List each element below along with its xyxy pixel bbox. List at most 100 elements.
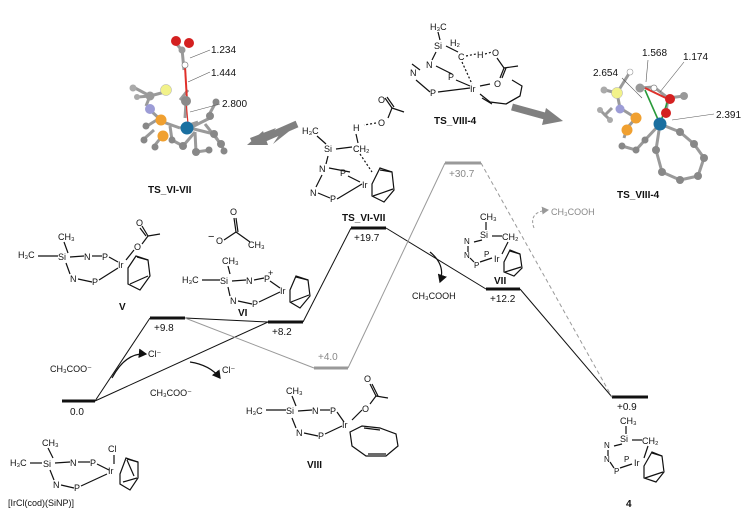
label-level-viii: +4.0 xyxy=(318,352,338,363)
svg-text:P: P xyxy=(330,406,336,416)
structure-ircl: CH₃ H₃C Si N P N P Ir Cl [IrCl(cod)(SiNP… xyxy=(8,438,139,508)
label-vi: VI xyxy=(238,308,248,319)
svg-text:P: P xyxy=(340,168,346,178)
svg-text:−: − xyxy=(208,231,214,243)
svg-text:H: H xyxy=(353,123,360,133)
svg-text:Si: Si xyxy=(220,276,228,286)
svg-text:H₂: H₂ xyxy=(450,38,460,48)
svg-text:Ir: Ir xyxy=(108,466,114,476)
svg-text:O: O xyxy=(492,48,499,58)
svg-text:CH₃: CH₃ xyxy=(480,212,497,222)
model-label-ts-vi-vii: TS_VI-VII xyxy=(148,185,192,196)
energy-levels xyxy=(62,161,648,403)
svg-text:P: P xyxy=(430,88,436,98)
svg-text:Ir: Ir xyxy=(280,286,286,296)
svg-text:Si: Si xyxy=(434,41,442,51)
svg-text:CH₃: CH₃ xyxy=(222,256,239,266)
svg-text:P: P xyxy=(624,455,629,464)
label-level-ircl: 0.0 xyxy=(70,407,84,418)
model-label-ts-viii-4: TS_VIII-4 xyxy=(617,190,660,201)
svg-text:P: P xyxy=(330,194,336,204)
svg-text:CH₃: CH₃ xyxy=(248,240,265,250)
label-ts-vi-vii: TS_VI-VII xyxy=(342,213,386,224)
svg-text:O: O xyxy=(136,218,143,228)
svg-text:N: N xyxy=(310,188,317,198)
label-level-vi: +8.2 xyxy=(272,327,292,338)
structure-ts-viii-4: H₃C Si H₂ C H O O N P N P Ir TS_VIII-4 xyxy=(410,22,523,127)
svg-text:Ir: Ir xyxy=(494,254,500,264)
svg-text:P: P xyxy=(102,252,108,262)
svg-text:P: P xyxy=(92,277,98,287)
svg-text:H₃C: H₃C xyxy=(302,126,319,136)
svg-text:N: N xyxy=(246,276,253,286)
label-level-ts-viii-4: +30.7 xyxy=(449,169,475,180)
reagent-ch3cooh-2: CH₃COOH xyxy=(551,207,595,217)
label-viii: VIII xyxy=(307,460,322,471)
label-four: 4 xyxy=(626,499,632,510)
svg-text:P: P xyxy=(614,467,619,476)
svg-text:N: N xyxy=(604,441,610,450)
svg-text:Si: Si xyxy=(43,459,51,469)
reagent-ch3coo-2: CH₃COO⁻ xyxy=(150,388,192,398)
svg-text:Ir: Ir xyxy=(342,420,348,430)
label-level-ts-vi-vii: +19.7 xyxy=(354,233,380,244)
svg-text:Ir: Ir xyxy=(362,180,368,190)
svg-text:Ir: Ir xyxy=(634,458,640,468)
connectors xyxy=(94,162,613,402)
svg-text:H: H xyxy=(477,50,484,60)
structure-v: CH₃ H₃C Si N P N P Ir O O V xyxy=(18,218,161,313)
reagent-annotations: Cl⁻ CH₃COO⁻ Cl⁻ CH₃COO⁻ CH₃COOH CH₃COOH xyxy=(50,206,595,398)
arrow-right-icon xyxy=(542,108,563,125)
reagent-ch3cooh-1: CH₃COOH xyxy=(412,291,456,301)
svg-text:O: O xyxy=(378,118,385,128)
label-v: V xyxy=(119,302,126,313)
svg-text:P: P xyxy=(90,458,96,468)
label-ircl: [IrCl(cod)(SiNP)] xyxy=(8,498,74,508)
structure-vii: CH₃ Si CH₂ N N P P Ir VII xyxy=(464,212,523,287)
svg-text:H₃C: H₃C xyxy=(246,406,263,416)
svg-text:CH₂: CH₂ xyxy=(502,232,519,242)
svg-text:N: N xyxy=(604,455,610,464)
distance-ts1-c: 2.800 xyxy=(222,99,247,110)
svg-text:Si: Si xyxy=(324,144,332,154)
level-labels: 0.0 +9.8 +8.2 +4.0 +19.7 +30.7 +12.2 +0.… xyxy=(70,169,637,418)
svg-text:H₃C: H₃C xyxy=(18,250,35,260)
model-ts-viii-4: 1.568 1.174 2.654 2.391 TS_VIII-4 xyxy=(593,48,741,201)
svg-text:C: C xyxy=(458,52,465,62)
structure-viii: CH₃ H₃C Si N P N P Ir O O VIII xyxy=(246,374,399,471)
svg-text:O: O xyxy=(364,374,371,384)
svg-text:O: O xyxy=(230,207,237,217)
svg-text:Ir: Ir xyxy=(470,84,476,94)
distance-ts2-d: 2.391 xyxy=(716,110,741,121)
model-ts-vi-vii: 1.234 1.444 2.800 TS_VI-VII xyxy=(129,36,247,196)
svg-text:P: P xyxy=(74,483,80,493)
svg-text:O: O xyxy=(216,236,223,246)
svg-text:N: N xyxy=(464,237,470,246)
svg-text:CH₂: CH₂ xyxy=(642,436,659,446)
svg-text:Si: Si xyxy=(480,230,488,240)
svg-text:N: N xyxy=(70,274,77,284)
structure-vi: − O O CH₃ CH₃ H₃C Si N P + N P Ir VI xyxy=(182,207,311,319)
distance-ts2-c: 2.654 xyxy=(593,68,618,79)
distance-ts2-a: 1.568 xyxy=(642,48,667,59)
svg-text:+: + xyxy=(268,268,273,278)
svg-text:P: P xyxy=(264,274,270,284)
structure-four: CH₃ Si CH₂ N N P P Ir 4 xyxy=(604,416,665,510)
svg-text:P: P xyxy=(252,299,258,309)
svg-text:CH₃: CH₃ xyxy=(620,416,637,426)
reagent-cl-2: Cl⁻ xyxy=(222,365,235,375)
svg-text:Si: Si xyxy=(620,434,628,444)
svg-text:N: N xyxy=(312,406,319,416)
svg-text:CH₃: CH₃ xyxy=(58,232,75,242)
svg-text:N: N xyxy=(426,60,433,70)
structure-ts-vi-vii: O O H H₃C Si CH₂ N P N P Ir TS_VI-VII xyxy=(302,95,405,224)
distance-ts1-a: 1.234 xyxy=(211,45,236,56)
label-level-four: +0.9 xyxy=(617,402,637,413)
svg-text:H₃C: H₃C xyxy=(430,22,447,32)
svg-text:N: N xyxy=(410,68,417,78)
svg-text:O: O xyxy=(362,404,369,414)
svg-text:H₃C: H₃C xyxy=(182,275,199,285)
pointer-arrows xyxy=(247,103,563,145)
